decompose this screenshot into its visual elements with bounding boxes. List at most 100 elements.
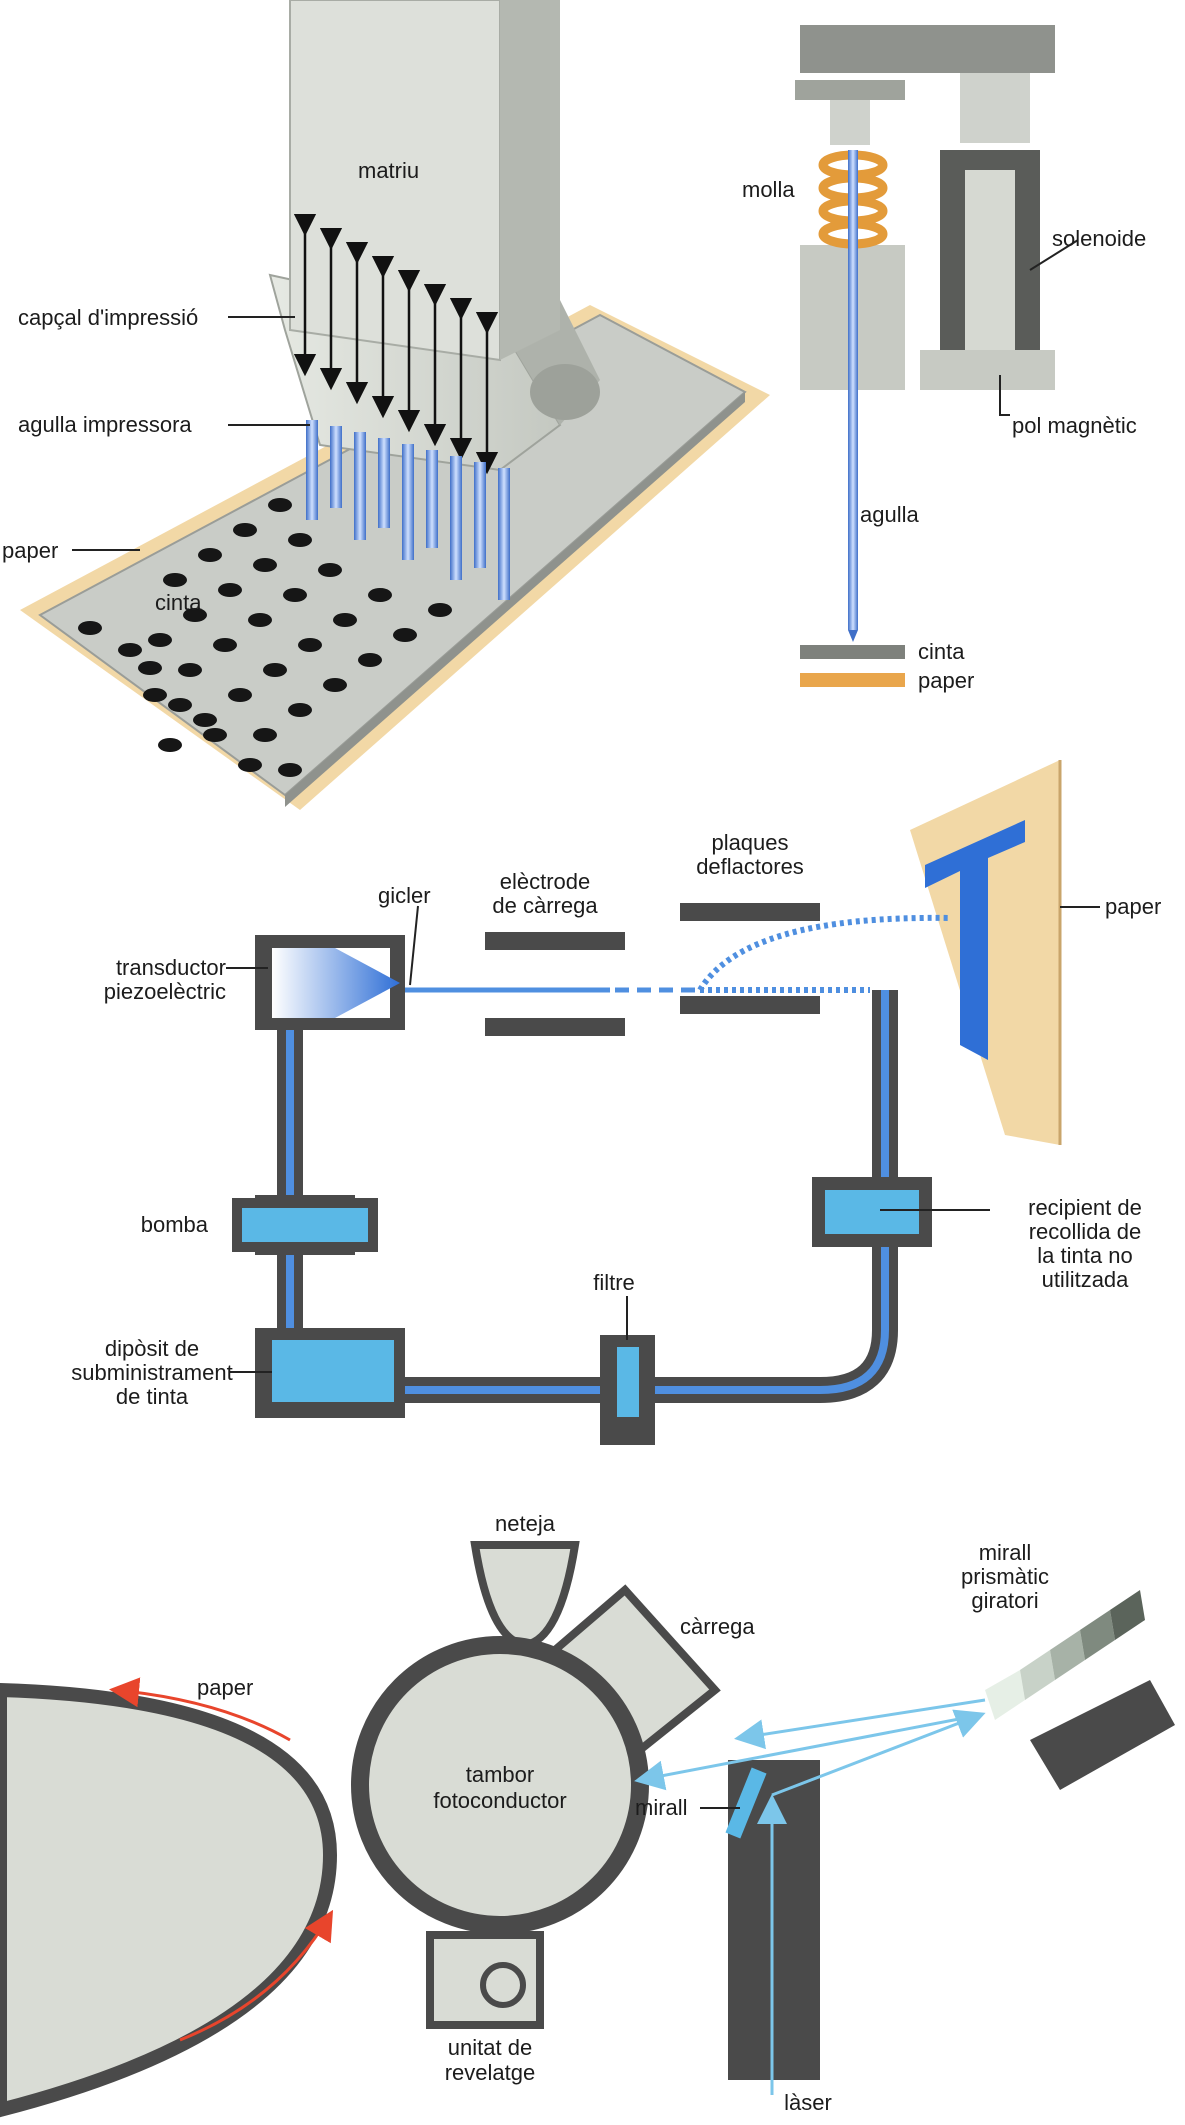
- print-head-label: capçal d'impressió: [18, 305, 198, 330]
- print-needle: [354, 432, 366, 540]
- needle-motion-arrows: [293, 213, 499, 475]
- printed-dot: [393, 628, 417, 642]
- prism-label-2: prismàtic: [961, 1564, 1049, 1589]
- printed-dot: [213, 638, 237, 652]
- printed-dot: [298, 638, 322, 652]
- paper-label-2: paper: [918, 668, 974, 693]
- developer-label-1: unitat de: [448, 2035, 532, 2060]
- needle-holder-stem: [830, 100, 870, 145]
- pump-inner: [232, 1198, 378, 1252]
- paper-sheet-label: paper: [1105, 894, 1161, 919]
- laser-printer-panel: paper neteja càrrega tambor fotoconducto…: [0, 1511, 1175, 2118]
- printed-dot: [268, 498, 292, 512]
- supply-label-1: dipòsit de: [105, 1336, 199, 1361]
- top-bar: [800, 25, 1055, 73]
- magnetic-pole-leader: [999, 375, 1010, 416]
- printed-dot: [358, 653, 382, 667]
- supply-label-2: subministrament: [71, 1360, 232, 1385]
- print-needle: [330, 426, 342, 508]
- developer-unit: [426, 1931, 544, 2029]
- print-needle-label: agulla impressora: [18, 412, 192, 437]
- print-needles: [306, 420, 510, 600]
- printed-dot: [193, 713, 217, 727]
- print-needle: [426, 450, 438, 548]
- printed-dot: [118, 643, 142, 657]
- laser-beam-to-drum: [634, 1713, 981, 1791]
- supply-label-3: de tinta: [116, 1384, 189, 1409]
- printed-dot: [233, 523, 257, 537]
- print-needle: [498, 468, 510, 600]
- printed-dot: [283, 588, 307, 602]
- ribbon-bar: [800, 645, 905, 659]
- ribbon-label: cinta: [155, 590, 202, 615]
- print-needle: [474, 462, 486, 568]
- paper-feed-shape: [0, 1682, 338, 2118]
- paper-path-label: paper: [197, 1675, 253, 1700]
- printed-dot: [288, 703, 312, 717]
- rotating-prism-mirror: [985, 1590, 1175, 1790]
- charge-label: càrrega: [680, 1614, 755, 1639]
- deflector-plate-top: [680, 903, 820, 921]
- pump-label: bomba: [141, 1212, 209, 1237]
- printed-dot: [178, 663, 202, 677]
- solenoid-label: solenoide: [1052, 226, 1146, 251]
- printed-dot: [323, 678, 347, 692]
- charge-electrode-bottom: [485, 1018, 625, 1036]
- recovery-label-3: la tinta no: [1037, 1243, 1132, 1268]
- ribbon-plate-edge: [285, 392, 745, 807]
- printed-dot: [183, 608, 207, 622]
- inkjet-panel: paper gicler elèctrode de càrrega: [71, 760, 1161, 1445]
- needle-holder-top: [795, 80, 905, 100]
- paper-label: paper: [2, 538, 58, 563]
- filter-element: [617, 1347, 639, 1417]
- prism-label-3: giratori: [971, 1588, 1038, 1613]
- printed-dot: [158, 738, 182, 752]
- matrix-block-side: [500, 0, 560, 360]
- printed-dots: [78, 498, 452, 777]
- printed-dot: [163, 573, 187, 587]
- needle-label: agulla: [860, 502, 919, 527]
- print-needle: [378, 438, 390, 528]
- recovery-label-4: utilitzada: [1042, 1267, 1130, 1292]
- printed-dot: [263, 663, 287, 677]
- printed-dot: [203, 728, 227, 742]
- spring-label: molla: [742, 177, 795, 202]
- printed-dot: [238, 758, 262, 772]
- ribbon-label-2: cinta: [918, 639, 965, 664]
- print-needle: [306, 420, 318, 520]
- printed-dot: [333, 613, 357, 627]
- ink-pipe-inner: [286, 990, 889, 1394]
- print-head-knob: [530, 364, 600, 420]
- printed-dot: [368, 588, 392, 602]
- solenoid-leader: [1029, 239, 1079, 271]
- cleaning-unit: [470, 1541, 580, 1650]
- prism-label-1: mirall: [979, 1540, 1032, 1565]
- solenoid-core: [965, 170, 1015, 350]
- paper-out-arrow: [109, 1677, 291, 1742]
- printed-dot: [228, 688, 252, 702]
- nozzle-label: gicler: [378, 883, 431, 908]
- printed-dot: [428, 603, 452, 617]
- mirror: [725, 1767, 767, 1839]
- laser-beam-scan: [734, 1698, 986, 1750]
- filter-label: filtre: [593, 1270, 635, 1295]
- charge-electrode-label-2: de càrrega: [492, 893, 598, 918]
- printed-dot: [78, 621, 102, 635]
- deflector-label-2: deflactores: [696, 854, 804, 879]
- paper-in-arrow: [179, 1909, 334, 2042]
- deflector-label-1: plaques: [711, 830, 788, 855]
- printed-dot: [143, 688, 167, 702]
- paper-bar: [800, 673, 905, 687]
- magnetic-pole-label: pol magnètic: [1012, 413, 1137, 438]
- print-needle: [402, 444, 414, 560]
- mirror-label: mirall: [635, 1795, 688, 1820]
- nozzle-leader: [409, 905, 419, 986]
- right-column: [960, 73, 1030, 143]
- deflected-drops: [697, 914, 951, 992]
- printed-dot: [248, 613, 272, 627]
- needle-mechanism-panel: molla solenoide pol magnètic agulla cint…: [742, 25, 1146, 693]
- printed-dot: [138, 661, 162, 675]
- drum-label-2: fotoconductor: [433, 1788, 566, 1813]
- printed-dot: [218, 583, 242, 597]
- transducer-label-2: piezoelèctric: [104, 979, 226, 1004]
